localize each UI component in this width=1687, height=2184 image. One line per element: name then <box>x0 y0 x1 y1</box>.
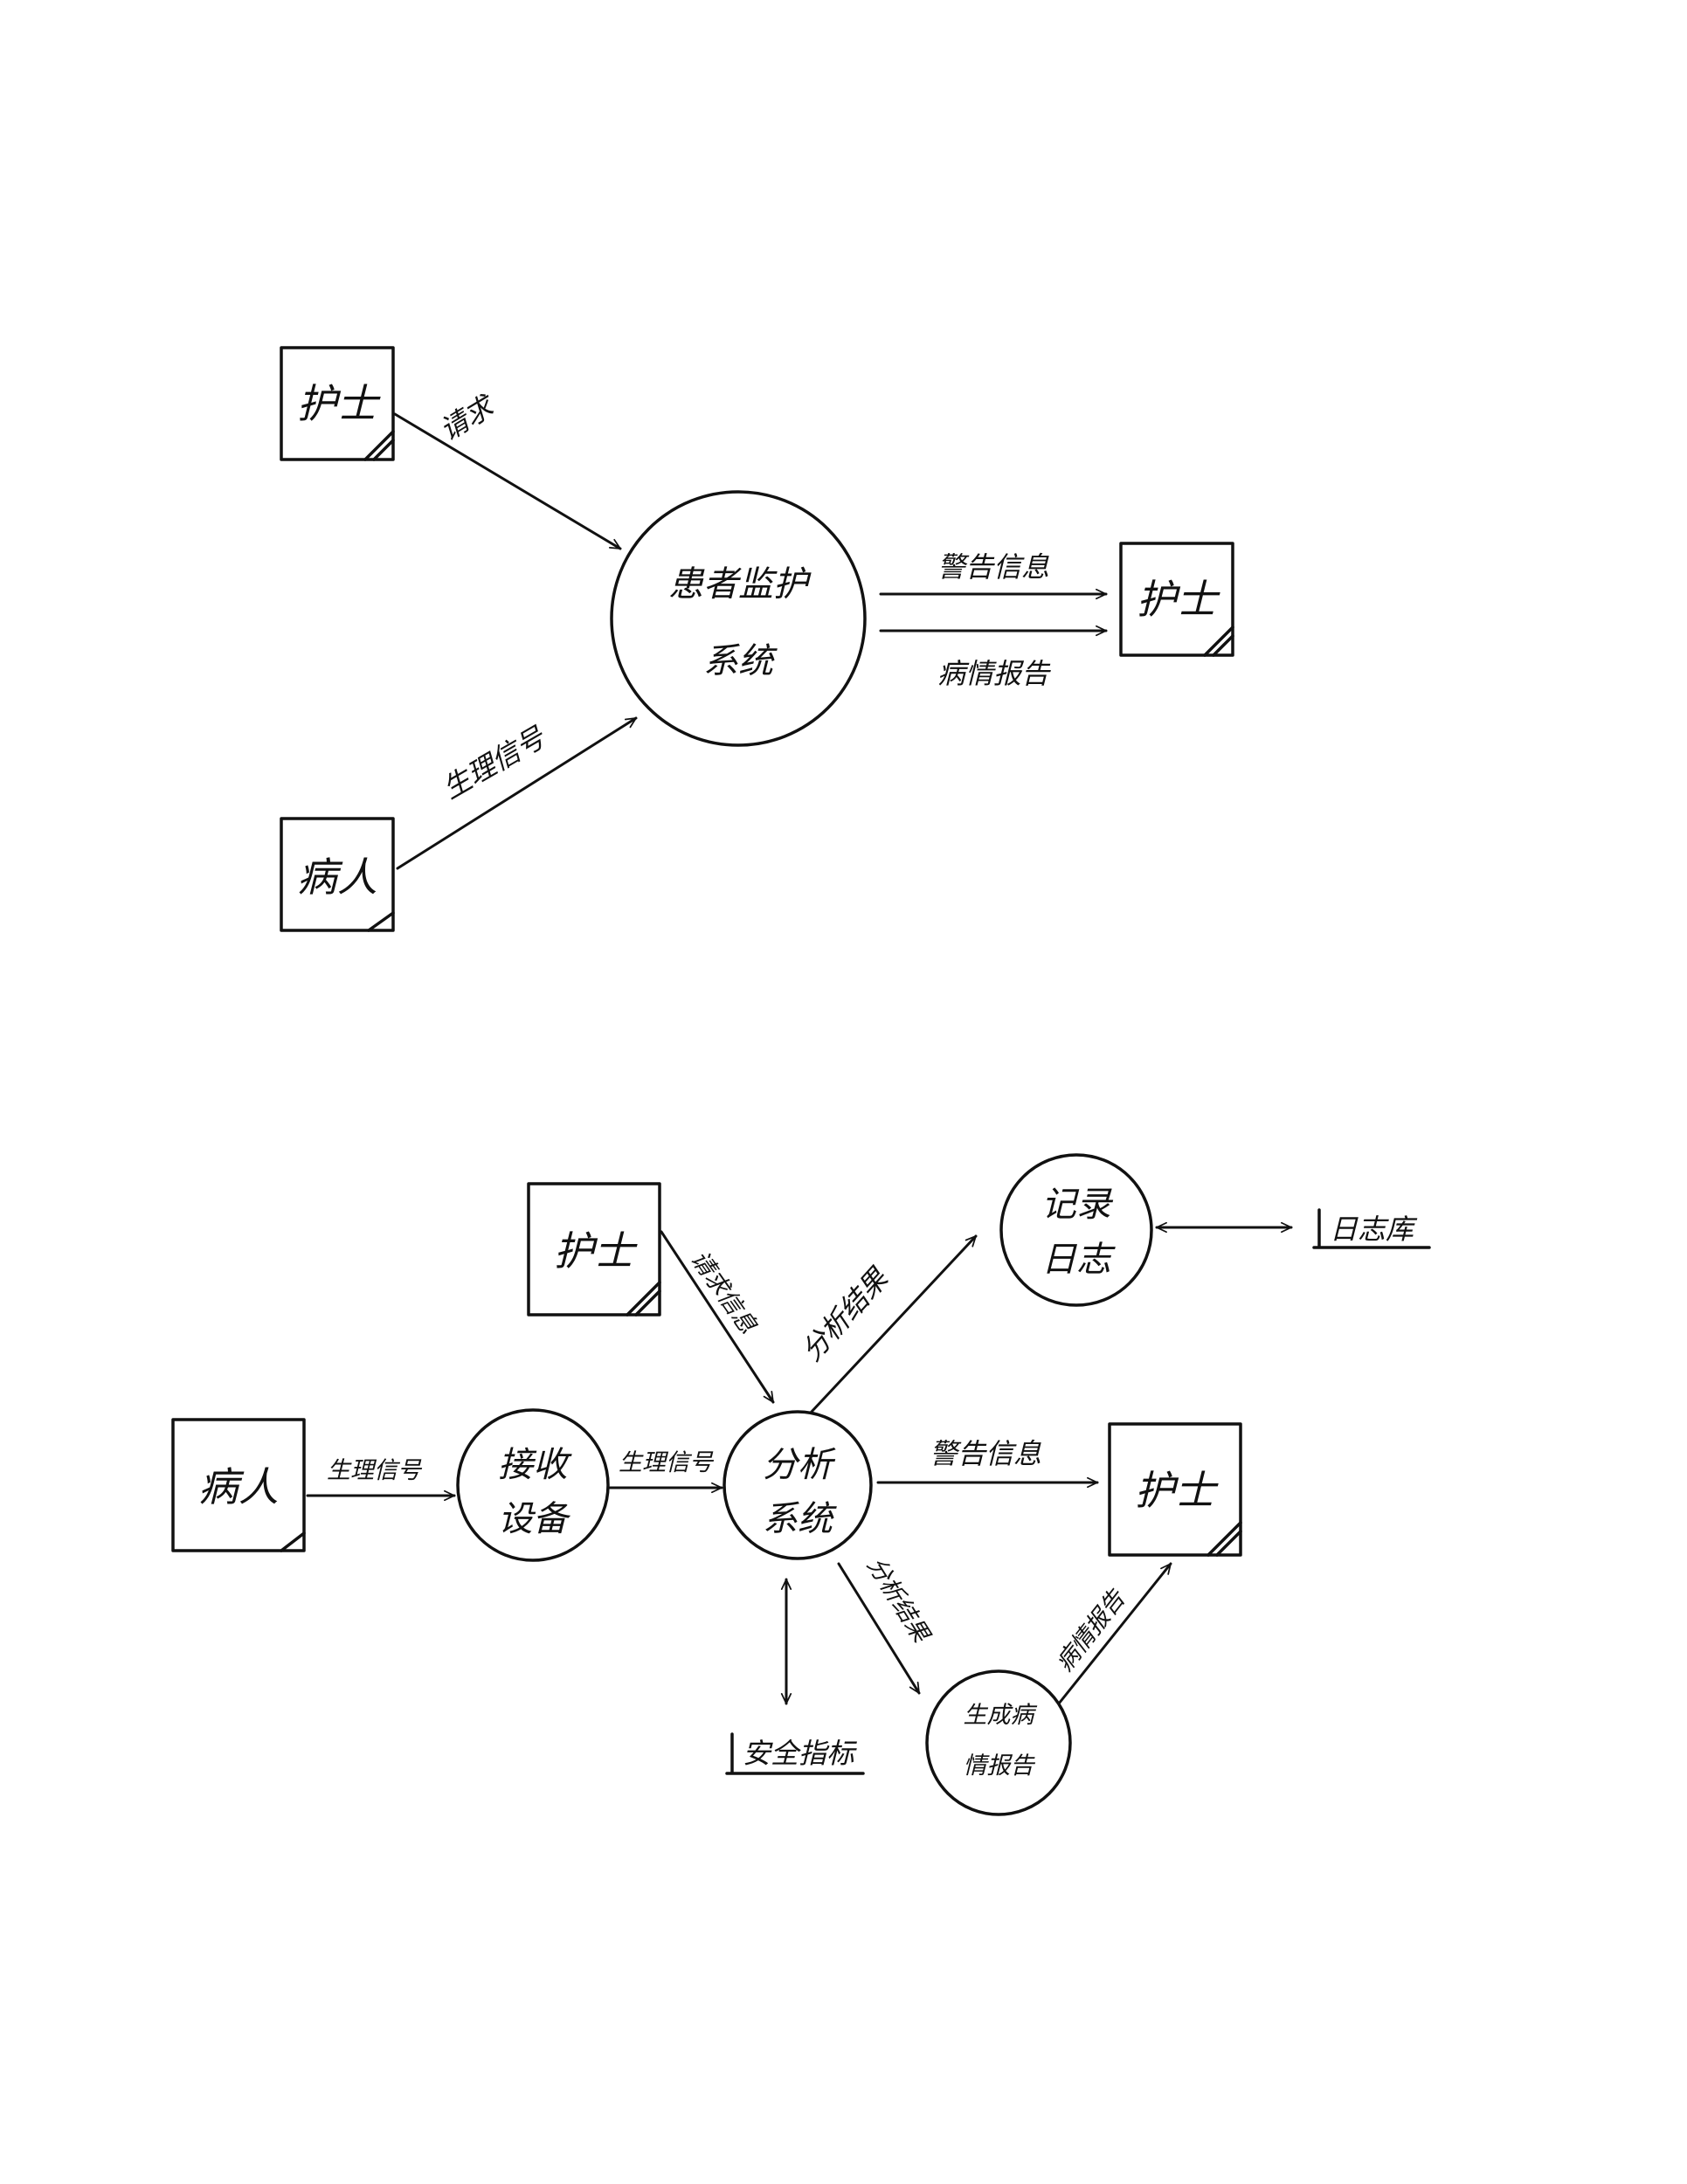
l1-nurse-source-label: 护士 <box>554 1227 638 1275</box>
ctx-request-flow: 请求 <box>393 388 622 550</box>
ctx-system-label-line2: 系统 <box>703 641 778 681</box>
l1-safety-store-label: 安全指标 <box>743 1737 857 1770</box>
l1-log-process: 记录 日志 <box>999 1153 1153 1307</box>
l1-analysis-label-line1: 分析 <box>763 1445 836 1485</box>
ctx-patient-label: 病人 <box>297 854 377 901</box>
l1-receive-label-line1: 接收 <box>498 1445 572 1485</box>
l1-log-label-line1: 记录 <box>1041 1185 1114 1225</box>
l1-request-flow: 请求信息 <box>660 1230 775 1404</box>
l1-nurse-sink-label: 护士 <box>1135 1467 1219 1514</box>
l1-log-store: 日志库 <box>1312 1208 1431 1249</box>
l1-report-process: 生成病 情报告 <box>925 1669 1072 1816</box>
l1-physio-flow-1-label: 生理信号 <box>327 1457 423 1484</box>
ctx-alert-flow-label: 警告信息 <box>937 550 1049 584</box>
context-diagram: 护士 病人 患者监护 系统 护士 请求 生理信号 警告信息 <box>280 346 1234 932</box>
ctx-alert-flow: 警告信息 <box>879 550 1108 600</box>
l1-physio-flow-2-label: 生理信号 <box>619 1449 715 1476</box>
l1-report-label-line1: 生成病 <box>964 1702 1038 1729</box>
ctx-report-flow: 病情报告 <box>879 625 1108 690</box>
l1-analysis-process: 分析 系统 <box>723 1410 873 1560</box>
ctx-system-process: 患者监护 系统 <box>610 490 867 747</box>
l1-report-flow: 病情报告 <box>1051 1562 1172 1705</box>
l1-receive-label-line2: 设备 <box>498 1499 571 1539</box>
l1-receive-process: 接收 设备 <box>456 1408 610 1562</box>
level1-diagram: 护士 病人 接收 设备 分析 系统 记录 日志 日志库 <box>171 1153 1431 1816</box>
ctx-report-flow-label: 病情报告 <box>937 657 1051 690</box>
l1-safety-store: 安全指标 <box>725 1732 865 1775</box>
l1-record-flow: 分析结果 <box>795 1234 978 1414</box>
ctx-nurse-source-label: 护士 <box>297 380 381 427</box>
l1-log-label-line2: 日志 <box>1041 1240 1116 1280</box>
ctx-physio-flow: 生理信号 <box>396 716 638 870</box>
ctx-system-label-line1: 患者监护 <box>668 564 812 605</box>
ctx-patient-entity: 病人 <box>280 817 395 932</box>
l1-analysis-label-line2: 系统 <box>763 1499 837 1539</box>
l1-nurse-source-entity: 护士 <box>527 1182 661 1317</box>
l1-patient-label: 病人 <box>198 1463 279 1510</box>
ctx-nurse-source-entity: 护士 <box>280 346 395 461</box>
ctx-physio-flow-label: 生理信号 <box>437 720 552 805</box>
l1-log-store-label: 日志库 <box>1330 1213 1418 1246</box>
l1-record-flow-label: 分析结果 <box>795 1261 895 1367</box>
l1-nurse-sink-entity: 护士 <box>1108 1422 1242 1557</box>
l1-result-flow: 分析结果 <box>837 1552 936 1695</box>
ctx-request-flow-label: 请求 <box>434 388 502 447</box>
l1-physio-flow-2: 生理信号 <box>608 1449 723 1494</box>
l1-alert-flow-label: 警告信息 <box>930 1437 1041 1470</box>
ctx-nurse-sink-label: 护士 <box>1137 576 1220 623</box>
l1-alert-flow: 警告信息 <box>876 1437 1099 1489</box>
l1-patient-entity: 病人 <box>171 1418 306 1552</box>
l1-result-flow-label: 分析结果 <box>861 1552 936 1648</box>
ctx-nurse-sink-entity: 护士 <box>1119 542 1234 657</box>
l1-report-label-line2: 情报告 <box>964 1752 1036 1780</box>
l1-physio-flow-1: 生理信号 <box>306 1457 456 1502</box>
